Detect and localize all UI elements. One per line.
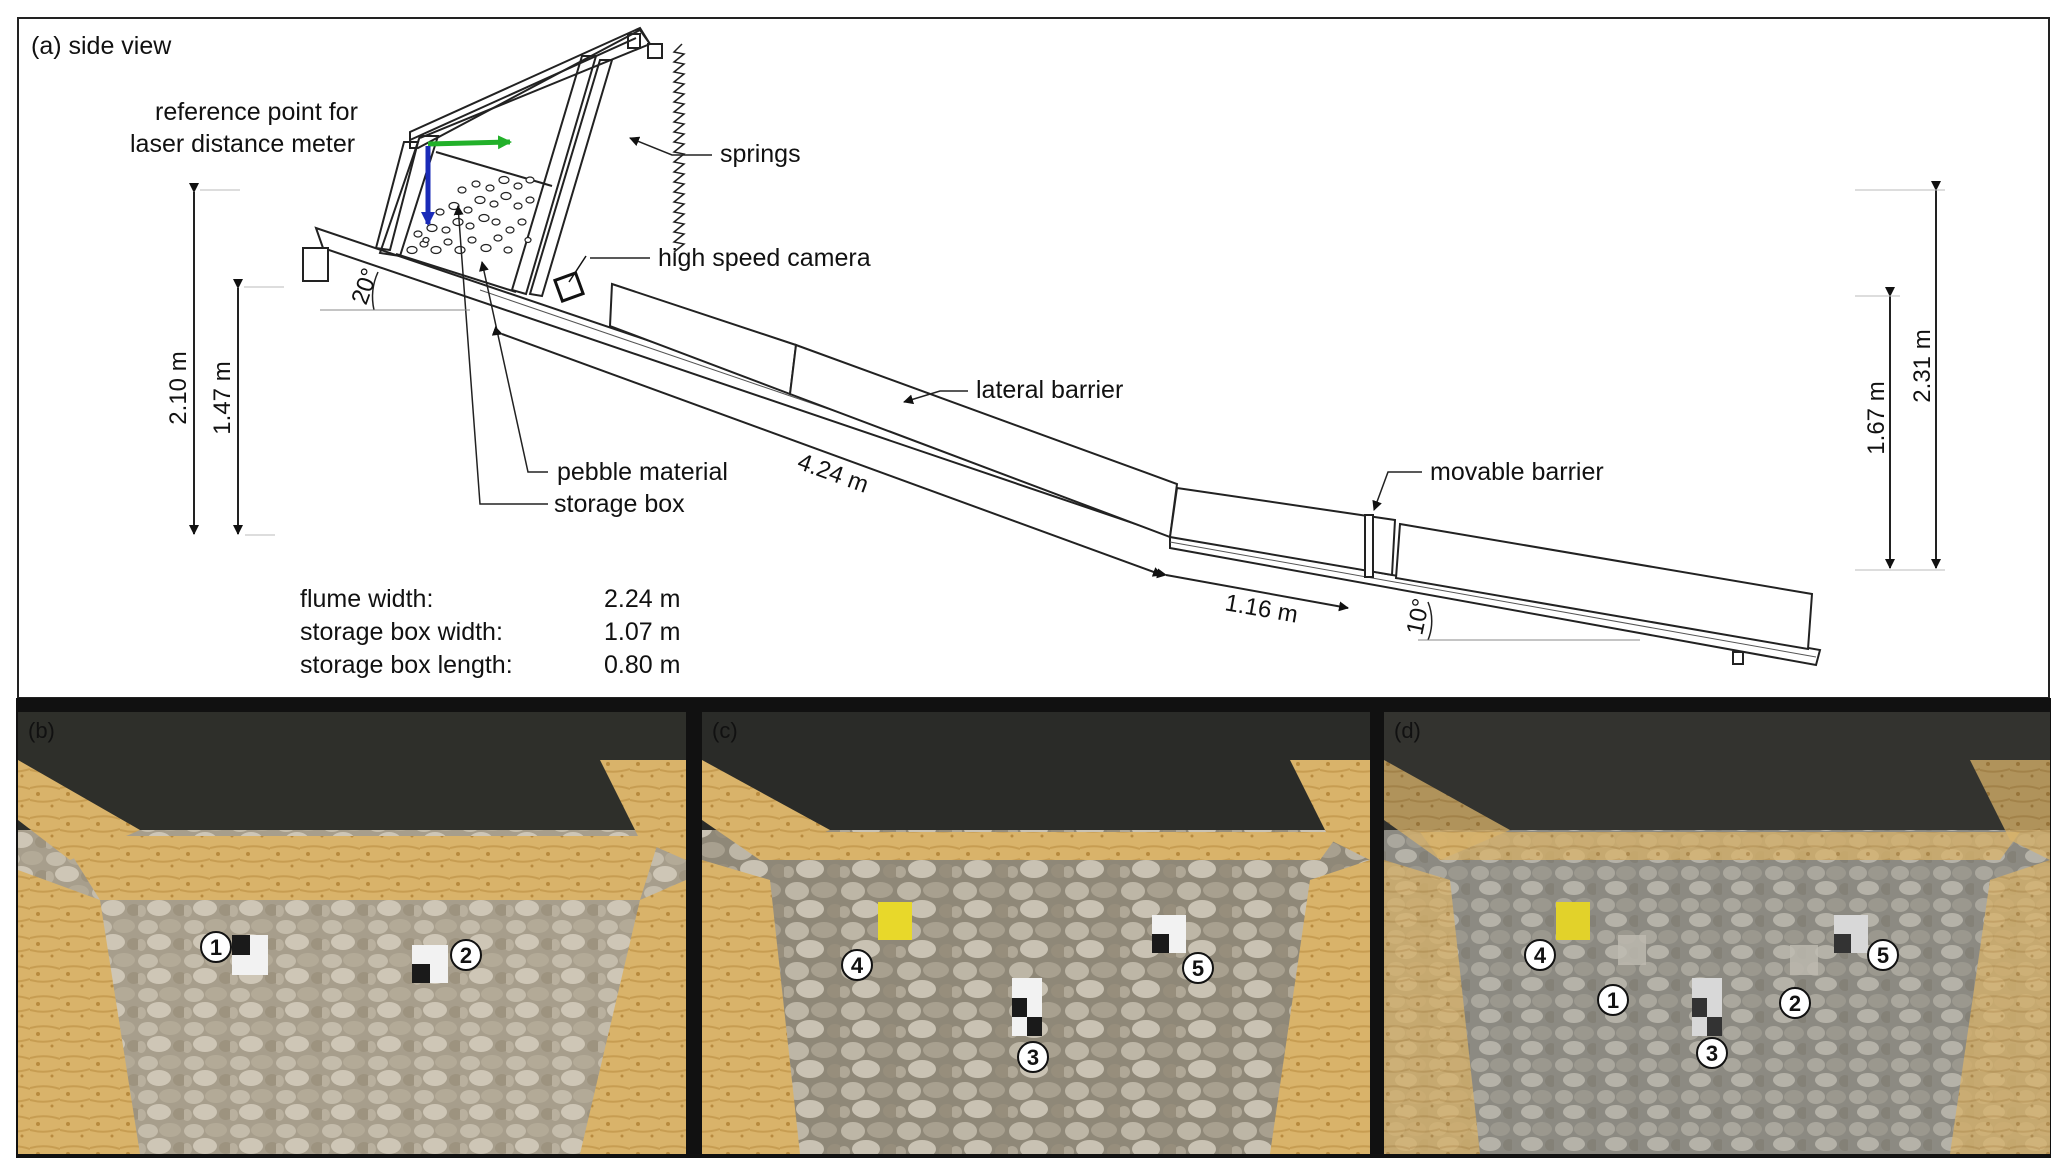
spec-label-0: flume width: — [300, 585, 433, 613]
height-total-right-label: 2.31 m — [1909, 329, 1936, 402]
marker-d-3: 3 — [1696, 1037, 1728, 1069]
height-flume-left-label: 1.47 m — [209, 361, 236, 434]
marker-b-2: 2 — [450, 939, 482, 971]
svg-text:2: 2 — [1789, 991, 1801, 1016]
springs-leader — [629, 136, 712, 156]
right-dimensions — [1855, 181, 1945, 571]
spec-value-0: 2.24 m — [604, 585, 680, 613]
photo-panel-d — [1384, 712, 2050, 1154]
storage-box-frame — [374, 26, 663, 298]
left-dimensions — [189, 183, 284, 536]
photo-panel-b — [18, 712, 686, 1154]
marker-c-3: 3 — [1017, 1041, 1049, 1073]
reference-point-label-1: reference point for — [155, 98, 358, 126]
svg-text:3: 3 — [1706, 1041, 1718, 1066]
angle-arc-lower — [1427, 601, 1433, 641]
high-speed-camera-label: high speed camera — [658, 244, 871, 272]
marker-c-5: 5 — [1182, 952, 1214, 984]
spec-label-2: storage box length: — [300, 651, 513, 679]
movable-barrier — [1364, 514, 1374, 578]
svg-text:1: 1 — [1607, 988, 1619, 1013]
photo-c-label: (c) — [712, 718, 738, 743]
camera-leader-line — [568, 255, 587, 283]
svg-text:1: 1 — [210, 935, 222, 960]
svg-text:5: 5 — [1877, 943, 1889, 968]
marker-d-2: 2 — [1779, 987, 1811, 1019]
springs-label: springs — [720, 140, 801, 168]
lateral-barrier-label: lateral barrier — [976, 376, 1123, 404]
marker-d-4: 4 — [1524, 939, 1556, 971]
svg-text:2: 2 — [460, 943, 472, 968]
photo-b-label: (b) — [28, 718, 55, 743]
springs-zigzag — [672, 43, 686, 253]
pebble-material-label-1: pebble material — [557, 458, 728, 486]
marker-b-1: 1 — [200, 931, 232, 963]
panel-a-title: (a) side view — [31, 32, 172, 60]
marker-d-1: 1 — [1597, 984, 1629, 1016]
photo-d-label: (d) — [1394, 718, 1421, 743]
pebble-material — [406, 175, 535, 255]
marker-c-4: 4 — [841, 949, 873, 981]
spec-value-1: 1.07 m — [604, 618, 680, 646]
spec-value-2: 0.80 m — [604, 651, 680, 679]
svg-text:3: 3 — [1027, 1045, 1039, 1070]
marker-d-5: 5 — [1867, 939, 1899, 971]
height-flume-right-label: 1.67 m — [1863, 381, 1890, 454]
movable-barrier-leader — [1372, 471, 1422, 511]
svg-text:4: 4 — [851, 953, 864, 978]
photo-panel-c — [702, 712, 1370, 1154]
high-speed-camera-icon — [552, 270, 586, 304]
height-total-left-label: 2.10 m — [165, 351, 192, 424]
length-lower-dim-line — [1156, 568, 1349, 612]
svg-text:4: 4 — [1534, 943, 1547, 968]
movable-barrier-label: movable barrier — [1430, 458, 1604, 486]
spec-label-1: storage box width: — [300, 618, 503, 646]
reference-point-label-2: laser distance meter — [130, 130, 355, 158]
length-upper-dim-line — [491, 326, 1163, 577]
pebble-material-label-2: storage box — [554, 490, 685, 518]
x-axis-arrow — [427, 135, 512, 150]
svg-text:5: 5 — [1192, 956, 1204, 981]
angle-arc-upper — [371, 271, 379, 311]
